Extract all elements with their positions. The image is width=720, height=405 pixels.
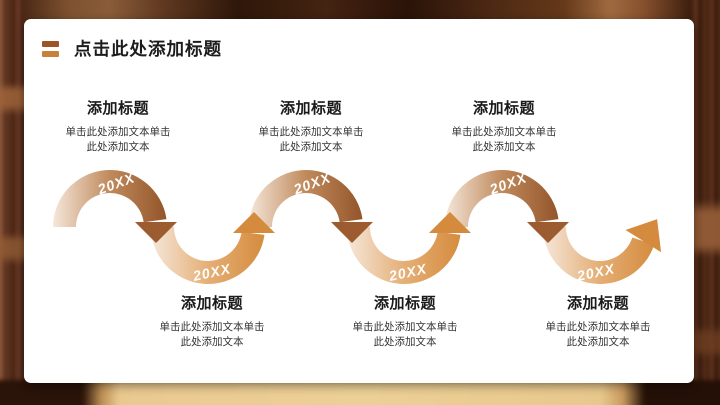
timeline-item-top-3[interactable]: 添加标题 单击此处添加文本单击 此处添加文本 xyxy=(429,97,579,155)
item-heading[interactable]: 添加标题 xyxy=(373,295,436,312)
timeline-item-bottom-2[interactable]: 添加标题 单击此处添加文本单击 此处添加文本 xyxy=(330,292,480,350)
item-heading[interactable]: 添加标题 xyxy=(279,100,342,117)
table-surface xyxy=(0,380,720,405)
item-body[interactable]: 单击此处添加文本单击 此处添加文本 xyxy=(258,126,364,154)
item-heading[interactable]: 添加标题 xyxy=(566,295,629,312)
item-body[interactable]: 单击此处添加文本单击 此处添加文本 xyxy=(65,126,171,154)
arrowhead-down-2 xyxy=(331,222,373,243)
arc-band-top-2 xyxy=(249,170,363,227)
bookshelf-right xyxy=(689,0,720,405)
arrowhead-up-right-3 xyxy=(625,219,662,253)
item-body[interactable]: 单击此处添加文本单击 此处添加文本 xyxy=(159,321,265,349)
arc-band-top-3 xyxy=(445,170,559,227)
item-heading[interactable]: 添加标题 xyxy=(180,295,243,312)
arrowhead-up-2 xyxy=(429,212,471,233)
arc-band-bottom-3 xyxy=(543,227,655,285)
item-body[interactable]: 单击此处添加文本单击 此处添加文本 xyxy=(352,321,458,349)
item-body[interactable]: 单击此处添加文本单击 此处添加文本 xyxy=(451,126,557,154)
timeline-item-top-2[interactable]: 添加标题 单击此处添加文本单击 此处添加文本 xyxy=(236,97,386,155)
timeline-item-bottom-1[interactable]: 添加标题 单击此处添加文本单击 此处添加文本 xyxy=(137,292,287,350)
arc-band-top-1 xyxy=(53,170,167,227)
double-bar-icon xyxy=(42,40,59,57)
slide-header[interactable]: 点击此处添加标题 xyxy=(42,36,222,61)
arrowhead-down-3 xyxy=(527,222,569,243)
arc-band-bottom-2 xyxy=(347,227,461,284)
arrowhead-down-1 xyxy=(135,222,177,243)
item-heading[interactable]: 添加标题 xyxy=(86,100,149,117)
item-body[interactable]: 单击此处添加文本单击 此处添加文本 xyxy=(545,321,651,349)
timeline-item-top-1[interactable]: 添加标题 单击此处添加文本单击 此处添加文本 xyxy=(43,97,193,155)
timeline-item-bottom-3[interactable]: 添加标题 单击此处添加文本单击 此处添加文本 xyxy=(523,292,673,350)
bar-top xyxy=(42,40,59,47)
item-heading[interactable]: 添加标题 xyxy=(472,100,535,117)
bar-bottom xyxy=(42,50,59,57)
arrowhead-up-1 xyxy=(233,212,275,233)
slide-title[interactable]: 点击此处添加标题 xyxy=(74,39,222,59)
arc-band-bottom-1 xyxy=(151,227,265,284)
